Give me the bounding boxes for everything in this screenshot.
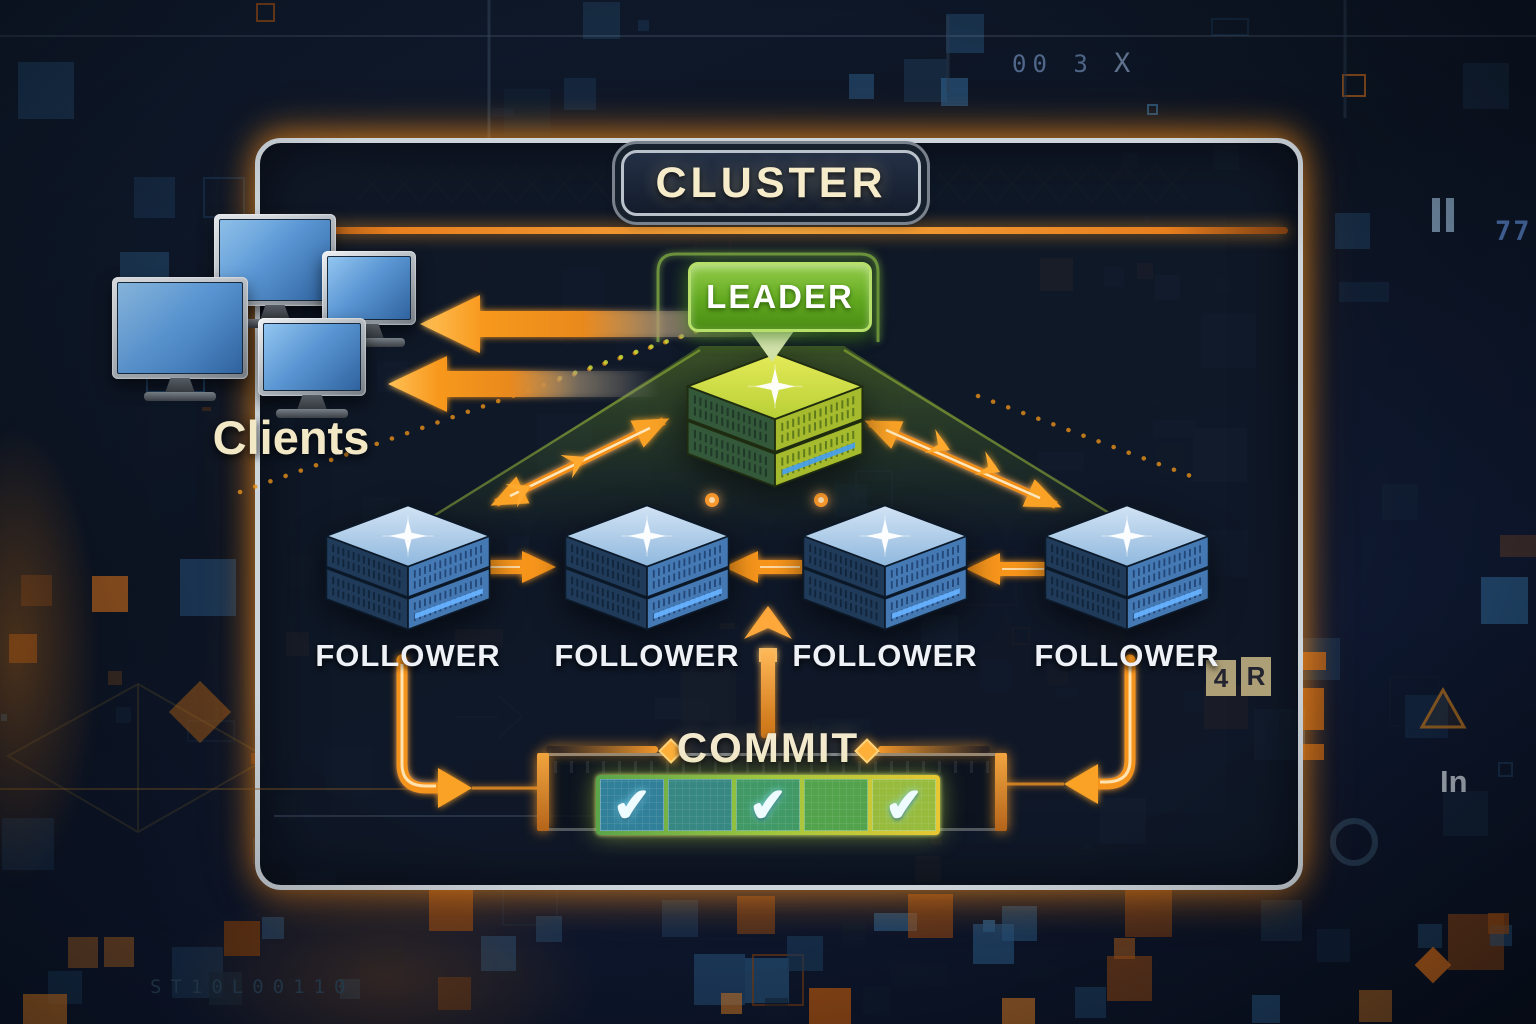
cluster-title-badge: CLUSTER [621,150,921,216]
follower-label: FOLLOWER [315,638,501,673]
elbow-f1-to-commit [396,654,542,808]
elbow-f4-to-commit [1004,654,1136,804]
server-graphic [562,504,732,631]
follower-label: FOLLOWER [792,638,978,673]
client-monitor [112,277,248,401]
check-icon: ✔ [746,777,790,833]
decor-binary-strip: ST10L00110 [150,976,355,998]
arrow-f4-to-f3 [966,553,1046,585]
decor-sevens: 77 [1495,216,1532,247]
check-icon: ✔ [882,777,926,833]
cluster-title: CLUSTER [655,158,887,207]
follower-server [323,502,493,631]
commit-cell: ✔ [736,777,800,833]
commit-progress-bar: ✔ ✔ ✔ [596,775,940,835]
pause-bar-icon [1446,198,1454,232]
leader-server [684,350,866,488]
commit-cell [804,779,868,831]
clients-label: Clients [212,411,370,464]
commit-cell [668,779,732,831]
monitor-screen [263,323,361,391]
commit-title: COMMIT [676,724,860,771]
tray-bracket-left [537,753,549,831]
follower-label: FOLLOWER [1034,638,1220,673]
decor-digits: 00 3 [1012,50,1094,78]
arrow-f3-to-f2 [724,551,802,583]
commit-cell: ✔ [872,777,936,833]
monitor-screen [327,256,411,320]
follower-server [1042,502,1212,631]
commit-cell: ✔ [600,777,664,833]
leader-label: LEADER [706,278,854,315]
server-graphic [323,504,493,631]
decor-in-glyph: In [1440,764,1468,799]
monitor-screen [117,282,243,374]
left-edge-glow [0,420,100,890]
pause-bar-icon [1432,198,1440,232]
decor-x-glyph: X [1114,48,1131,79]
check-icon: ✔ [610,777,654,833]
tray-bracket-right [995,753,1007,831]
server-graphic [1042,504,1212,631]
server-graphic [800,504,970,631]
client-monitor [322,251,416,347]
commit-rule-right [878,746,990,753]
bottom-glow [170,880,600,1024]
client-monitor [258,318,366,418]
follower-server [800,502,970,631]
follower-server [562,502,732,631]
follower-label: FOLLOWER [554,638,740,673]
server-graphic [685,352,865,488]
leader-badge: LEADER [688,262,872,332]
commit-rule-left [546,746,658,753]
